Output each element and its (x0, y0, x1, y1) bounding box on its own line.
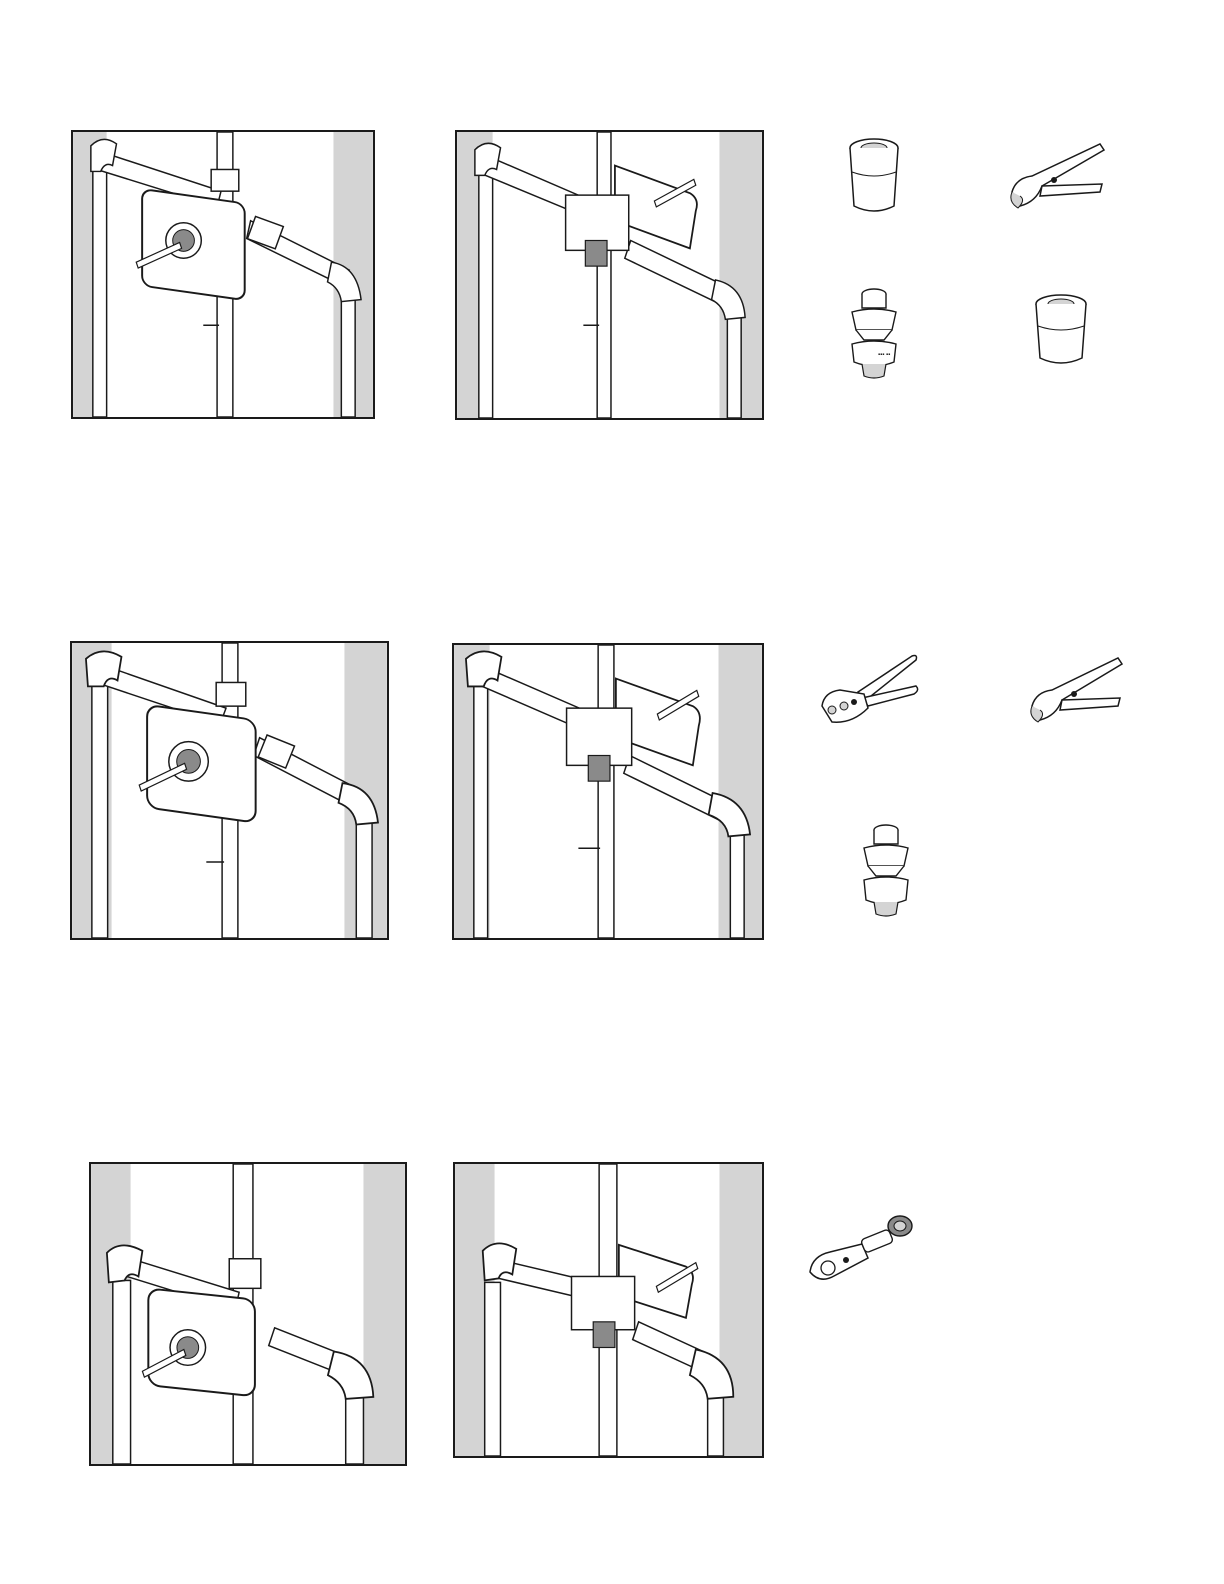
tubing-cutter-icon (806, 1212, 914, 1286)
diagram-panel-row1-front (71, 130, 375, 419)
valve-rear-diagram (457, 132, 762, 418)
cap-icon (846, 136, 902, 218)
diagram-panel-row2-front (70, 641, 389, 940)
valve-front-diagram (72, 643, 387, 938)
diagram-panel-row2-rear (452, 643, 764, 940)
cap-icon (1032, 292, 1090, 370)
test-plug-icon: ▪▪▪ ▪▪ (842, 286, 906, 380)
diagram-panel-row3-front (89, 1162, 407, 1466)
valve-rear-diagram (454, 645, 762, 938)
pipe-cutter-icon (1026, 654, 1124, 730)
crimp-tool-icon (818, 652, 920, 726)
test-plug-icon (856, 822, 916, 918)
diagram-panel-row3-rear (453, 1162, 764, 1458)
valve-rear-diagram (455, 1164, 762, 1456)
valve-front-diagram (73, 132, 373, 417)
pipe-cutter-icon (1006, 140, 1106, 216)
svg-text:▪▪▪ ▪▪: ▪▪▪ ▪▪ (878, 352, 890, 358)
valve-front-diagram (91, 1164, 405, 1464)
diagram-panel-row1-rear (455, 130, 764, 420)
